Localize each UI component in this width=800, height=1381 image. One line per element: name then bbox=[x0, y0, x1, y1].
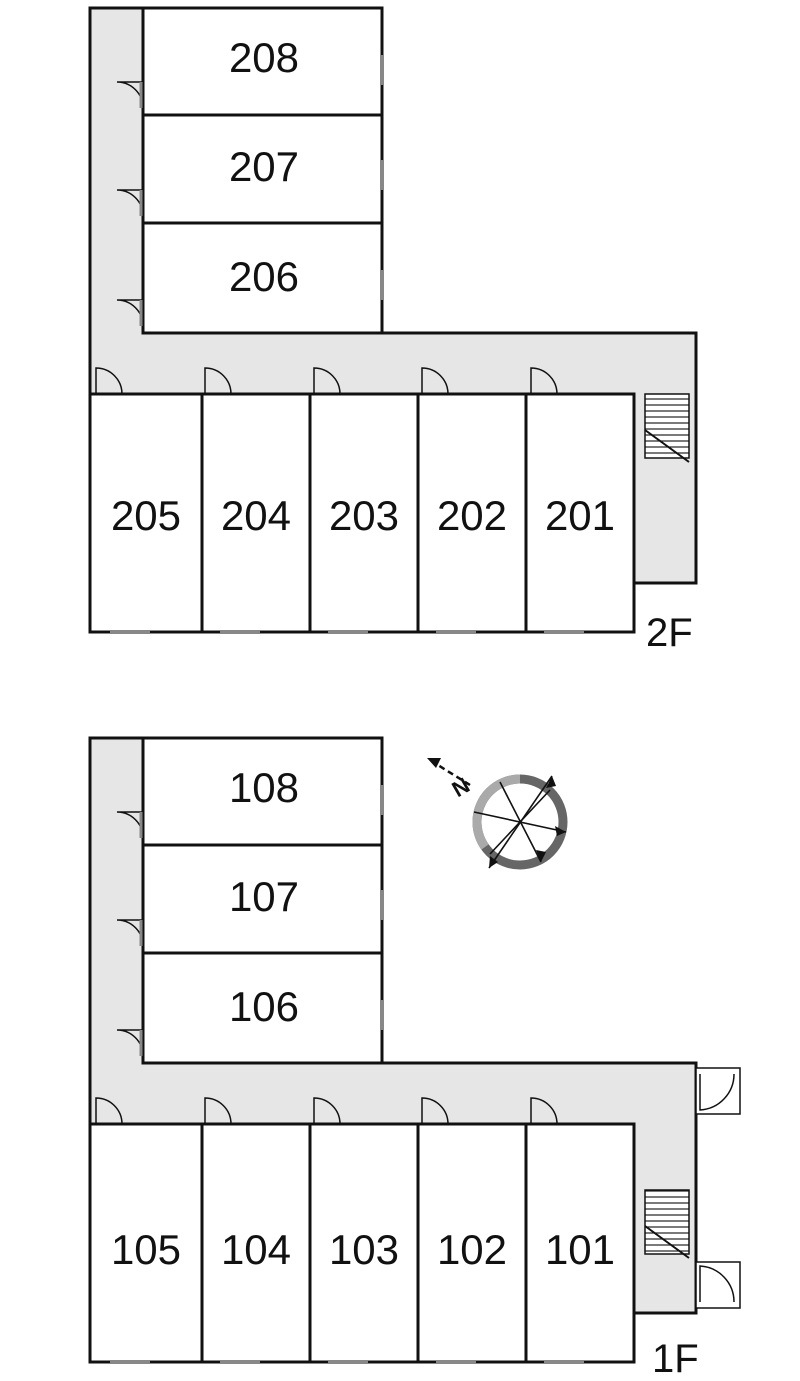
floor-2f: 208 207 206 205 204 203 202 201 bbox=[88, 6, 698, 655]
room-label-201: 201 bbox=[545, 492, 615, 539]
room-label-106: 106 bbox=[229, 983, 299, 1030]
compass-icon: N bbox=[427, 758, 568, 870]
room-label-101: 101 bbox=[545, 1226, 615, 1273]
floor-label-1f: 1F bbox=[652, 1337, 699, 1381]
room-label-103: 103 bbox=[329, 1226, 399, 1273]
floor-label-2f: 2F bbox=[646, 611, 693, 655]
room-label-204: 204 bbox=[221, 492, 291, 539]
door-icon bbox=[116, 81, 144, 327]
room-104[interactable] bbox=[200, 1122, 312, 1364]
room-207[interactable] bbox=[141, 113, 384, 225]
room-label-202: 202 bbox=[437, 492, 507, 539]
room-107[interactable] bbox=[141, 843, 384, 955]
room-106[interactable] bbox=[141, 951, 384, 1065]
room-label-107: 107 bbox=[229, 873, 299, 920]
room-label-105: 105 bbox=[111, 1226, 181, 1273]
room-label-207: 207 bbox=[229, 143, 299, 190]
room-label-102: 102 bbox=[437, 1226, 507, 1273]
room-label-206: 206 bbox=[229, 253, 299, 300]
floor-1f: 108 107 106 105 104 103 102 101 bbox=[88, 736, 741, 1381]
entrance-door-icon[interactable] bbox=[695, 1067, 741, 1309]
window-marks bbox=[110, 785, 584, 1363]
room-label-203: 203 bbox=[329, 492, 399, 539]
room-103[interactable] bbox=[308, 1122, 420, 1364]
door-icon bbox=[95, 367, 558, 395]
compass-north-label: N bbox=[448, 773, 474, 803]
room-label-205: 205 bbox=[111, 492, 181, 539]
room-label-104: 104 bbox=[221, 1226, 291, 1273]
room-label-208: 208 bbox=[229, 34, 299, 81]
stairs-icon bbox=[644, 1189, 690, 1259]
door-icon bbox=[116, 811, 144, 1057]
room-203[interactable] bbox=[308, 392, 420, 634]
stairs-icon bbox=[644, 393, 690, 463]
room-108[interactable] bbox=[141, 736, 384, 847]
window-marks bbox=[110, 55, 584, 633]
room-201[interactable] bbox=[524, 392, 636, 634]
room-label-108: 108 bbox=[229, 764, 299, 811]
door-icon bbox=[95, 1097, 558, 1125]
room-202[interactable] bbox=[416, 392, 528, 634]
room-205[interactable] bbox=[88, 392, 204, 634]
